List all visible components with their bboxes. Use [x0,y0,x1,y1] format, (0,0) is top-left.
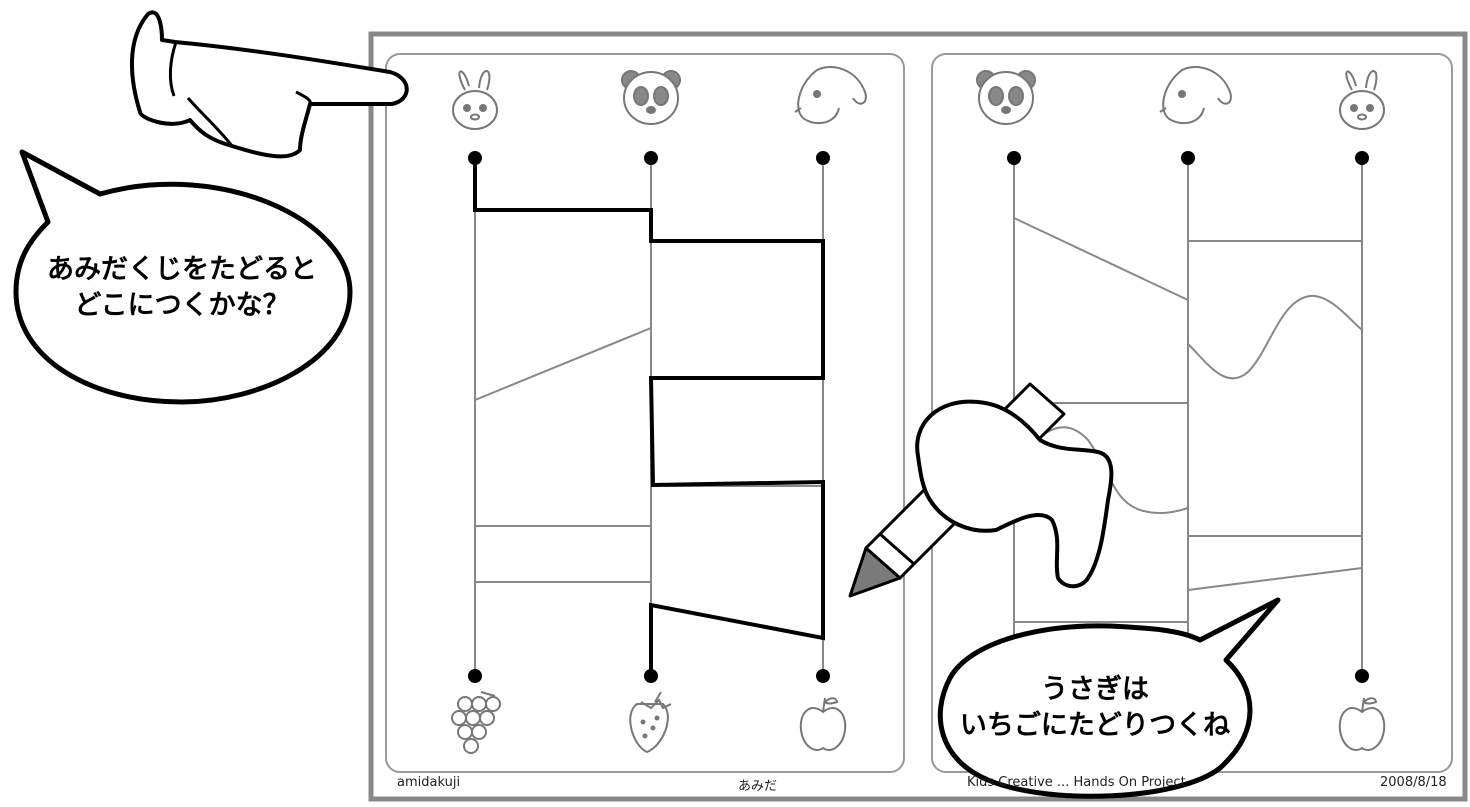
ladder-rung [474,327,652,401]
strawberry-icon [629,691,672,754]
bubble-right-line1: うさぎは [1041,674,1149,705]
traced-path [473,158,825,676]
footer-credit: Kids Creative ... Hands On Project [967,775,1186,790]
rabbit-icon [452,70,498,130]
apple-icon [799,697,847,751]
start-dot [644,151,658,165]
bubble-left-line2: どこにつくかな？ [74,290,290,322]
speech-bubble-left [13,149,353,405]
pointing-hand-icon [129,10,409,159]
left-panel-border [385,53,905,773]
end-dot [468,669,482,683]
start-dot [1181,151,1195,165]
left-panel [385,53,905,773]
grapes-icon [451,691,501,754]
end-dot [644,669,658,683]
ladder-rung [1187,294,1363,380]
end-dot [1355,669,1369,683]
panda-icon [976,70,1036,125]
end-dot [816,669,830,683]
start-dot [468,151,482,165]
footer-title: あみだ [738,779,778,794]
ladder-rung [1187,567,1363,591]
panda-icon [621,70,681,125]
footer-date: 2008/8/18 [1380,775,1447,790]
rabbit-icon [1339,70,1385,130]
start-dot [1007,151,1021,165]
dog-icon [1159,66,1232,125]
footer-left-label: amidakuji [397,775,461,790]
start-dot [1355,151,1369,165]
speech-bubble-right [937,597,1281,799]
dog-icon [794,66,867,125]
outer-frame [368,31,1468,802]
apple-icon [1338,697,1386,751]
speech-bubble-right-text: うさぎは いちごにたどりつくね [935,672,1255,745]
speech-bubble-left-text: あみだくじをたどると どこにつくかな？ [22,252,342,325]
bubble-left-line1: あみだくじをたどると [47,254,317,285]
holding-hand-icon [915,399,1114,589]
start-dot [816,151,830,165]
bubble-right-line2: いちごにたどりつくね [959,710,1231,742]
ladder-rung [1013,217,1189,301]
